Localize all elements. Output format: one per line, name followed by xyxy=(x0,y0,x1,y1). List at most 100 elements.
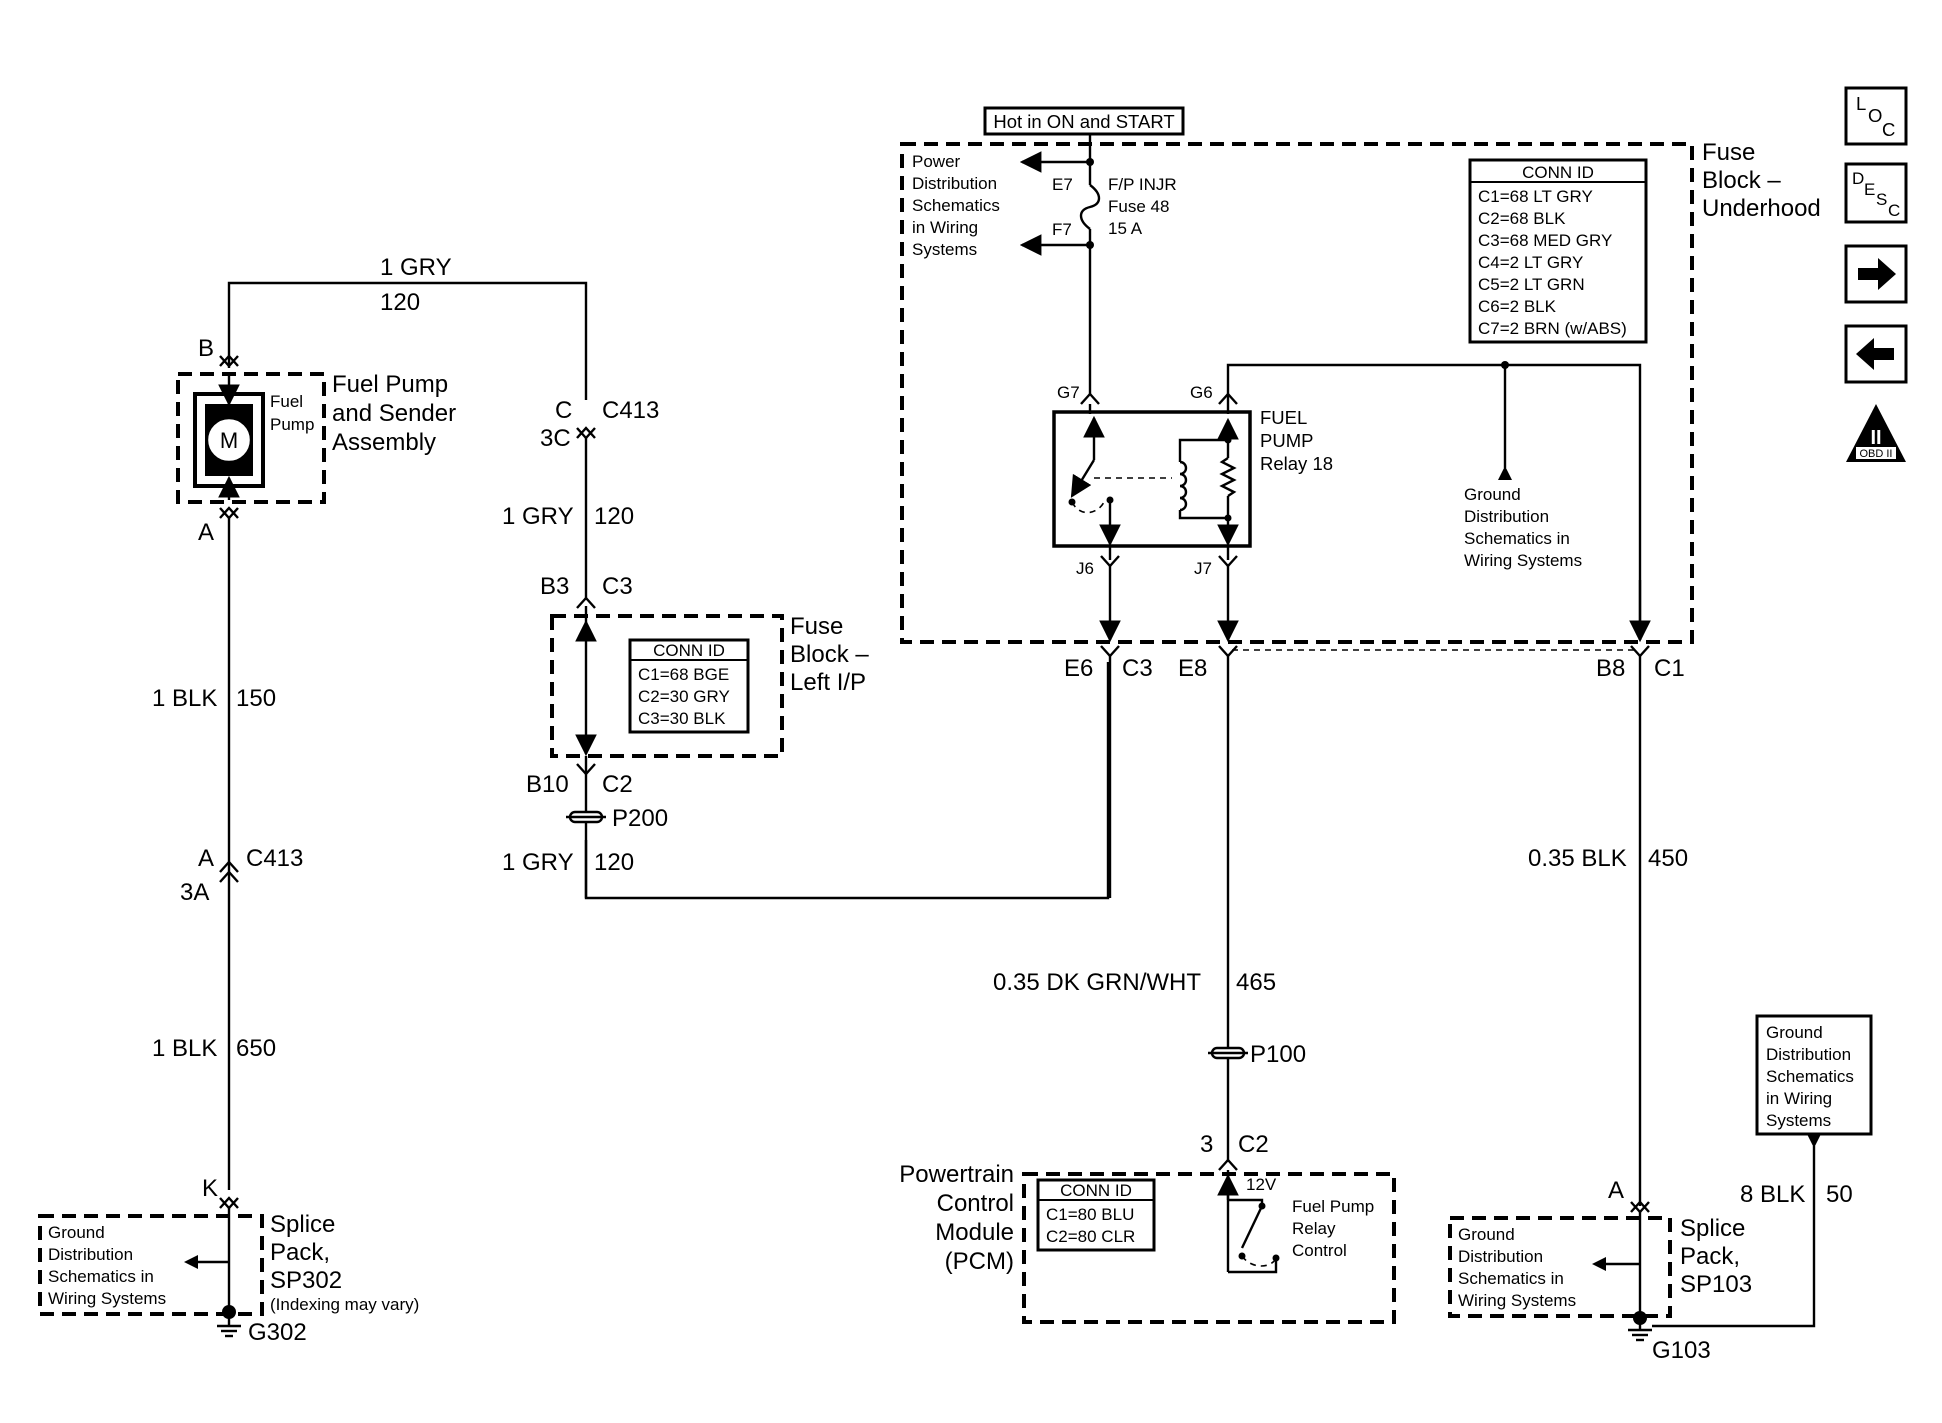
connector-chevron xyxy=(219,506,239,519)
pin-label: G7 xyxy=(1057,383,1080,402)
relay-label: FUEL xyxy=(1260,407,1307,428)
conn-id-title: CONN ID xyxy=(653,641,725,660)
arrow xyxy=(1807,1134,1821,1148)
connector-chevron xyxy=(1100,645,1120,658)
loc-letter: O xyxy=(1868,105,1882,126)
arrow xyxy=(184,1255,198,1269)
power-dist-label: Systems xyxy=(912,240,977,259)
connector-chevron xyxy=(1218,1158,1238,1171)
previous-arrow-icon[interactable] xyxy=(1844,324,1908,384)
connector-id: C2 xyxy=(602,771,633,798)
connector-id: C2 xyxy=(1238,1131,1269,1158)
conn-id-row: C6=2 BLK xyxy=(1478,297,1557,316)
ground-dist-label: Schematics in xyxy=(1464,529,1570,548)
motor-symbol: M xyxy=(220,428,238,453)
wire-gry-120-bottom xyxy=(584,662,1110,900)
wire-pcm-return xyxy=(1228,1258,1278,1274)
wire-label: 0.35 DK GRN/WHT xyxy=(993,969,1201,996)
conn-id-title: CONN ID xyxy=(1060,1181,1132,1200)
pin-label: J6 xyxy=(1076,559,1094,578)
ground-dist-label: Distribution xyxy=(1458,1247,1543,1266)
fuse-block-title: Underhood xyxy=(1702,195,1821,222)
wire-12v xyxy=(1228,1198,1264,1206)
assembly-title: Fuel Pump xyxy=(332,371,448,398)
motor-icon xyxy=(205,416,253,464)
pcm-title: Control xyxy=(937,1190,1014,1217)
wire-circuit: 120 xyxy=(594,849,634,876)
connector-id: C413 xyxy=(246,845,303,872)
pin-label: B xyxy=(198,335,214,362)
pin-label: C xyxy=(555,397,572,424)
ground-dist-label: Wiring Systems xyxy=(48,1289,166,1308)
connector-chevron xyxy=(219,870,239,883)
ground-dist-label: Wiring Systems xyxy=(1464,551,1582,570)
fuse-label: 15 A xyxy=(1108,219,1143,238)
wire-label: 8 BLK xyxy=(1740,1181,1805,1208)
connector-chevron xyxy=(219,1196,239,1209)
ground-dist-label: Ground xyxy=(48,1223,105,1242)
fuse-block-title: Block – xyxy=(1702,167,1781,194)
voltage-label: 12V xyxy=(1246,1175,1277,1194)
power-dist-label: Power xyxy=(912,152,961,171)
fuse-label: F/P INJR xyxy=(1108,175,1177,194)
fuse-block-outputs: E6 C3 E8 B8 C1 xyxy=(1064,645,1685,898)
conn-id-row: C3=30 BLK xyxy=(638,709,726,728)
pin-label: E6 xyxy=(1064,655,1093,682)
ground-node xyxy=(1633,1311,1647,1325)
wire-label: 1 BLK xyxy=(152,1035,217,1062)
connector-chevron xyxy=(1080,392,1100,405)
ground-dist-label: Distribution xyxy=(1464,507,1549,526)
pass-through-label: P100 xyxy=(1250,1041,1306,1068)
relay-label: Relay 18 xyxy=(1260,453,1333,474)
splice-title: SP302 xyxy=(270,1267,342,1294)
ground-label: G302 xyxy=(248,1319,307,1346)
connector-chevron xyxy=(576,596,596,609)
wire-label: 1 BLK xyxy=(152,685,217,712)
arrow xyxy=(1498,466,1512,480)
connector-chevron xyxy=(576,426,596,439)
desc-letter: E xyxy=(1864,180,1875,199)
switch-arc xyxy=(1241,1255,1277,1267)
pin-label: K xyxy=(202,1175,218,1202)
nav-icons: L O C D E S C II OBD II xyxy=(1844,86,1908,462)
wire-circuit: 120 xyxy=(380,289,420,316)
splice-note: (Indexing may vary) xyxy=(270,1295,419,1314)
fuse-48-icon xyxy=(1079,184,1101,230)
fuse-block-underhood: Fuse Block – Underhood Hot in ON and STA… xyxy=(900,106,1821,644)
wire-gry-120-top xyxy=(227,281,588,400)
relay-switch-icon xyxy=(1070,459,1096,498)
power-dist-label: in Wiring xyxy=(912,218,978,237)
wire-circuit: 120 xyxy=(594,503,634,530)
pin-label: B3 xyxy=(540,573,569,600)
ground-dist-box xyxy=(1755,1014,1873,1136)
obd-ii-icon[interactable]: II OBD II xyxy=(1846,404,1906,462)
power-dist-label: Distribution xyxy=(912,174,997,193)
conn-id-table-ip xyxy=(628,638,750,734)
fuse-label: Fuse 48 xyxy=(1108,197,1169,216)
wire-label: 0.35 BLK xyxy=(1528,845,1627,872)
fuel-pump-label: Fuel xyxy=(270,392,303,411)
description-icon[interactable]: D E S C xyxy=(1844,162,1908,224)
conn-id-row: C1=80 BLU xyxy=(1046,1205,1134,1224)
wire-circuit: 450 xyxy=(1648,845,1688,872)
conn-id-row: C4=2 LT GRY xyxy=(1478,253,1583,272)
wire-circuit: 50 xyxy=(1826,1181,1853,1208)
splice-title: SP103 xyxy=(1680,1271,1752,1298)
ground-dist-label: Ground xyxy=(1766,1023,1823,1042)
next-arrow-icon[interactable] xyxy=(1844,244,1908,304)
location-icon[interactable]: L O C xyxy=(1844,86,1908,146)
conn-id-row: C2=30 GRY xyxy=(638,687,730,706)
fuse-block-title: Fuse xyxy=(790,613,843,640)
wire-label: 1 GRY xyxy=(380,254,452,281)
pin-label: A xyxy=(198,845,214,872)
fuse-block-ip-circuit: C C413 3C 1 GRY 120 B3 C3 Fuse Block – L… xyxy=(502,397,1110,900)
fuse-block-title: Block – xyxy=(790,641,869,668)
pin-label: B8 xyxy=(1596,655,1625,682)
conn-id-row: C2=80 CLR xyxy=(1046,1227,1135,1246)
pin-label: F7 xyxy=(1052,220,1072,239)
ground-circuit-sp103: 0.35 BLK 450 Ground Distribution Schemat… xyxy=(1448,656,1873,1364)
powertrain-control-module xyxy=(1022,1172,1396,1324)
splice-title: Pack, xyxy=(270,1239,330,1266)
conn-id-row: C1=68 BGE xyxy=(638,665,729,684)
obd-label: OBD II xyxy=(1859,448,1892,460)
